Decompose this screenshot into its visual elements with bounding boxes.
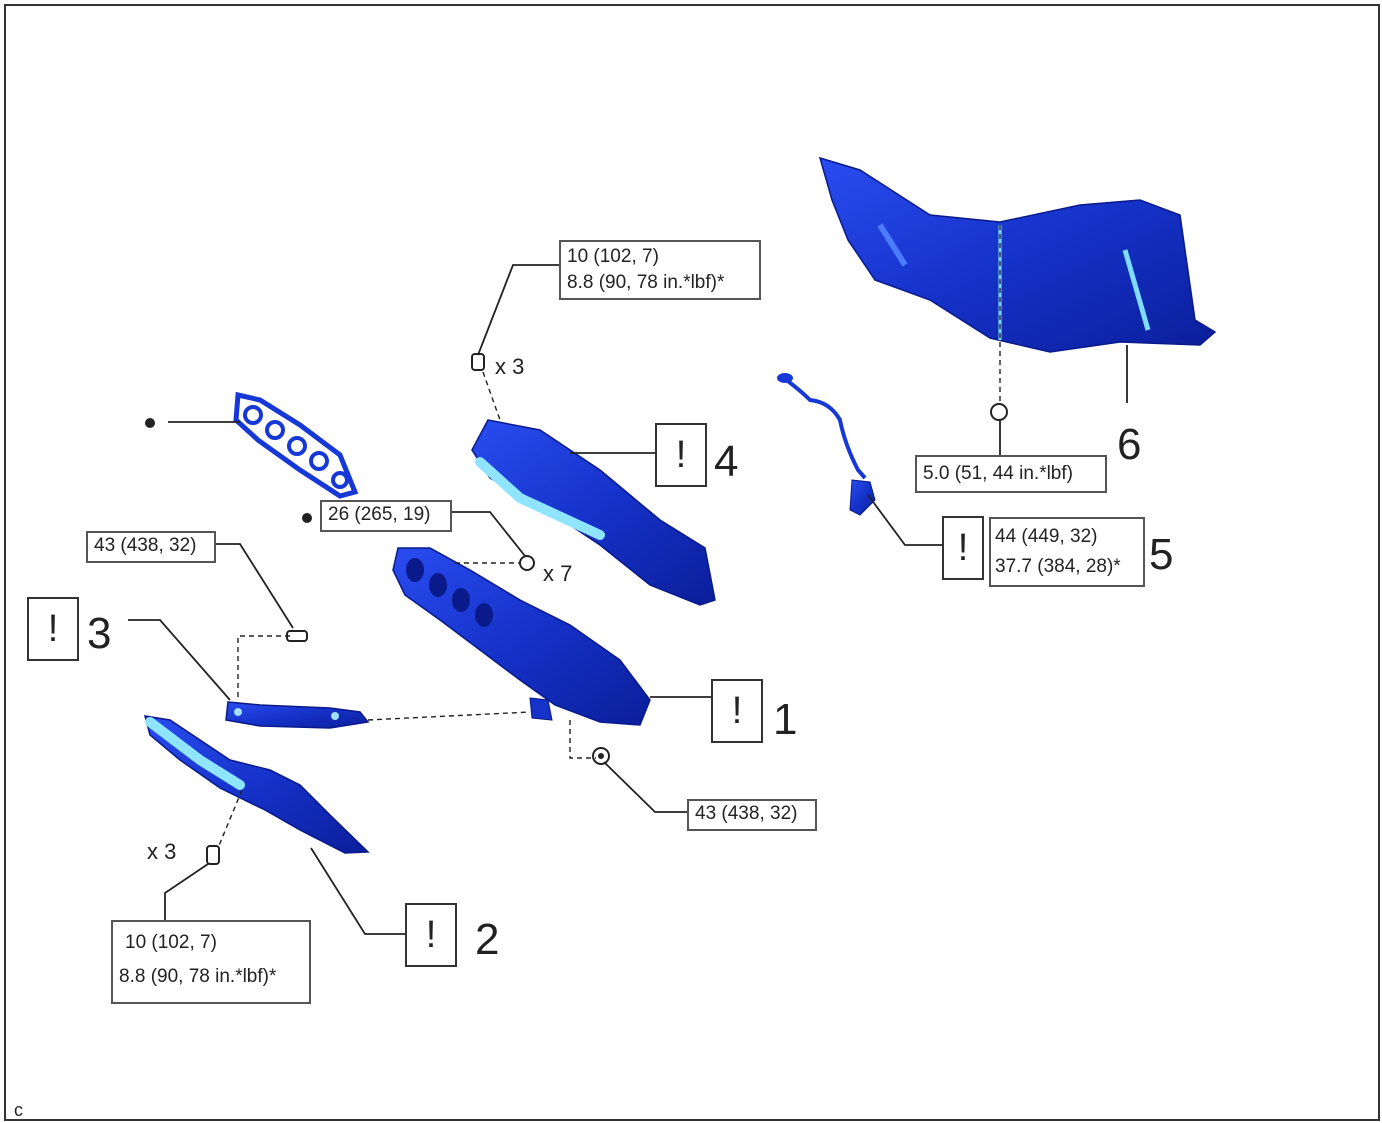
diagram-frame [4,4,1380,1121]
quantity-label: x 3 [147,839,177,864]
warning-icon[interactable]: ! [655,423,707,487]
torque-spec-5: 5.0 (51, 44 in.*lbf) [915,455,1107,493]
torque-spec-line: 44 (449, 32) [995,526,1098,547]
oxygen-sensor-part-5 [777,373,876,516]
warning-icon[interactable]: ! [405,903,457,967]
callout-number: 1 [773,695,798,744]
manifold-stay-part-3 [225,701,370,729]
bolt-icon [519,555,535,571]
callout-number: 5 [1149,530,1174,579]
bolt-icon [206,845,220,865]
upper-insulator-part-4 [471,419,716,606]
dot-marker [302,513,312,523]
warning-icon[interactable]: ! [711,679,763,743]
torque-spec-26: 26 (265, 19) [320,500,452,532]
torque-spec-sensor: 44 (449, 32) 37.7 (384, 28)* [989,517,1145,587]
torque-spec-line: 8.8 (90, 78 in.*lbf)* [119,966,277,987]
callout-number: 3 [87,609,112,658]
dot-marker [145,418,155,428]
bolt-icon [471,353,485,371]
torque-spec-bottom-left: 10 (102, 7) 8.8 (90, 78 in.*lbf)* [111,920,311,1004]
warning-icon[interactable]: ! [27,597,79,661]
exhaust-manifold-part-1 [392,547,651,726]
torque-spec-line: 10 (102, 7) [125,932,217,953]
manifold-gasket [233,391,359,499]
torque-spec-43-left: 43 (438, 32) [86,531,216,563]
torque-spec-top: 10 (102, 7) 8.8 (90, 78 in.*lbf)* [559,240,761,300]
torque-spec-43-bottom: 43 (438, 32) [687,799,817,831]
torque-spec-line: 10 (102, 7) [567,246,659,267]
quantity-label: x 3 [495,354,525,379]
callout-number: 4 [714,437,739,486]
leader-lines [128,264,1128,935]
nut-icon [990,403,1008,421]
quantity-label: x 7 [543,561,573,586]
nut-icon [592,747,610,765]
torque-spec-label: 43 (438, 32) [695,803,798,824]
torque-spec-label: 43 (438, 32) [94,535,197,556]
torque-spec-label: 5.0 (51, 44 in.*lbf) [923,463,1073,484]
callout-number: 2 [475,915,500,964]
callout-number: 6 [1117,420,1142,469]
torque-spec-line: 37.7 (384, 28)* [995,556,1121,577]
dashed-guides [217,225,1001,849]
corner-code: c [14,1100,23,1120]
lower-insulator-part-2 [143,715,370,854]
heat-insulator-part-6 [818,156,1217,353]
torque-spec-label: 26 (265, 19) [328,504,431,525]
warning-icon[interactable]: ! [942,516,984,580]
torque-spec-line: 8.8 (90, 78 in.*lbf)* [567,272,725,293]
